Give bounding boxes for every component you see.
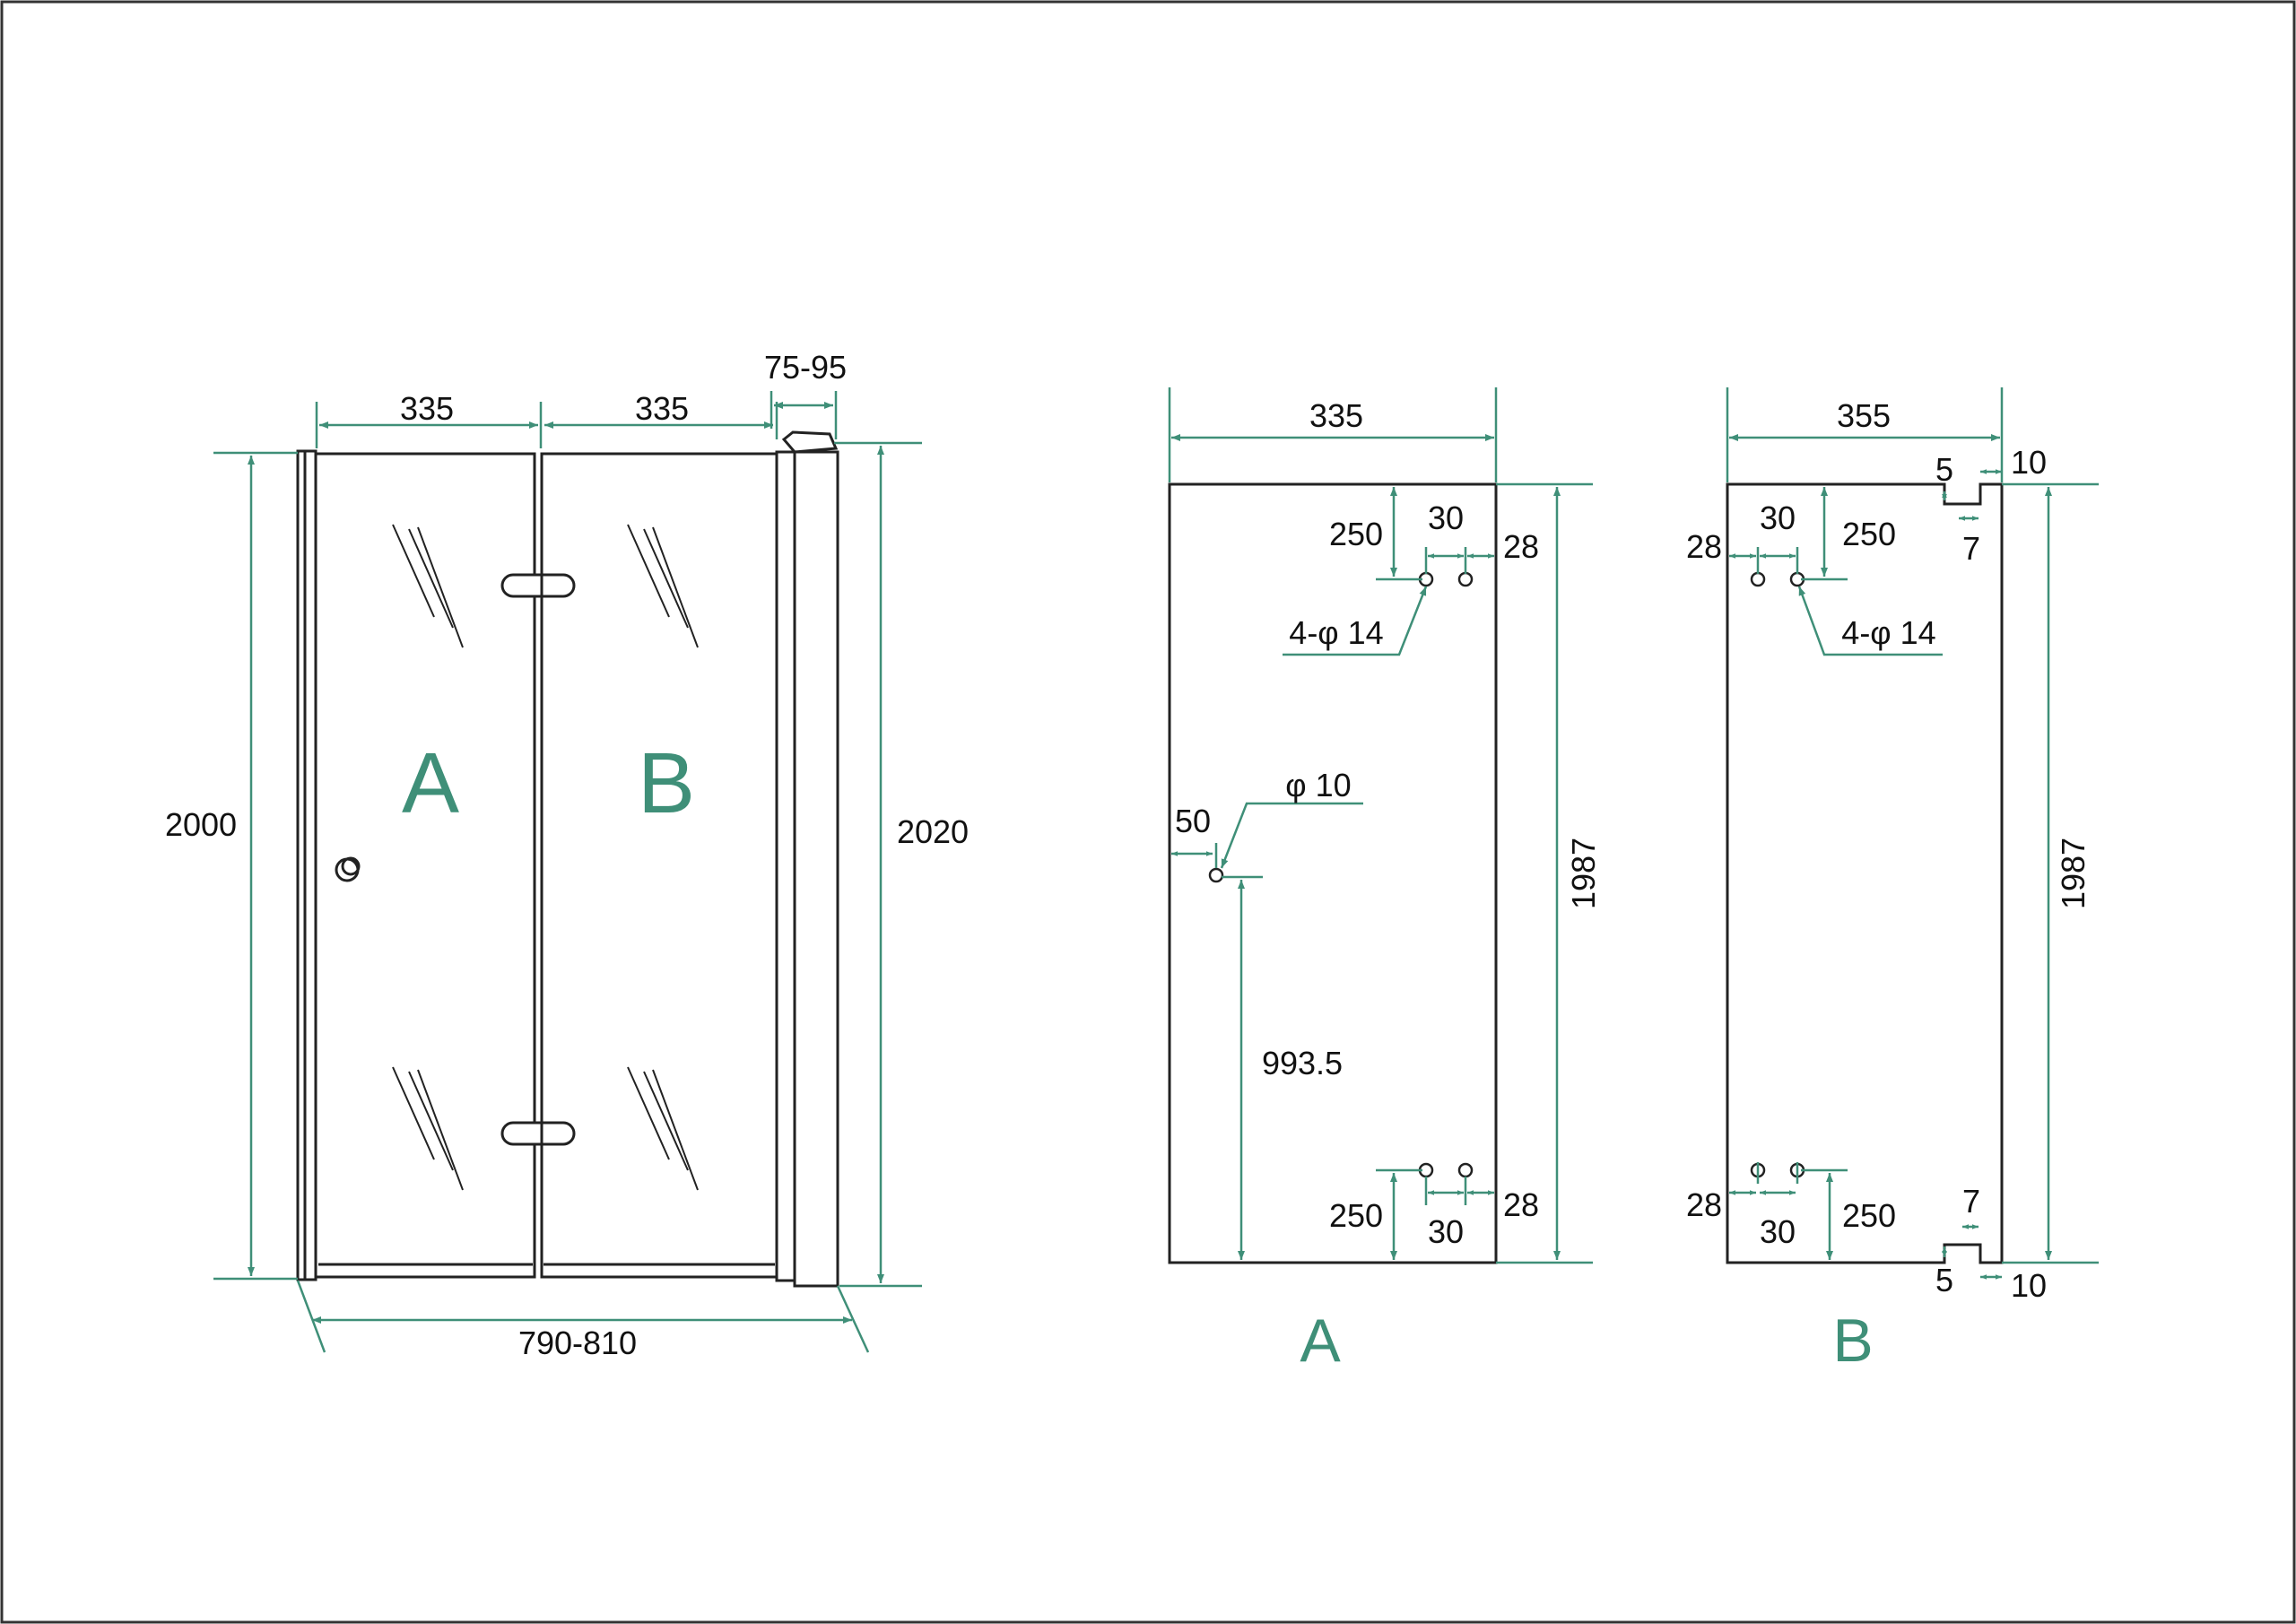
panel-a-knob-hole: φ 10 <box>1285 767 1351 803</box>
panel-b-dim-bottom-edge: 28 <box>1686 1186 1722 1223</box>
panel-b-notch-bottom-gap: 7 <box>1962 1183 1980 1220</box>
panel-a-title: A <box>1300 1307 1341 1375</box>
panel-a-knob-hole <box>1208 867 1224 883</box>
dim-profile-adjust: 75-95 <box>764 349 847 386</box>
dim-total-width: 790-810 <box>518 1324 637 1361</box>
panel-a-dim-height: 1987 <box>1565 838 1602 909</box>
panel-b-dim-height: 1987 <box>2055 838 2092 909</box>
door-panel-a-letter: A <box>402 735 459 831</box>
door-knob <box>335 857 360 882</box>
panel-b-frame <box>540 452 778 1279</box>
panel-a-dim-top-hinge: 250 <box>1329 516 1383 552</box>
hinge-bottom <box>500 1121 576 1146</box>
panel-a-detail: 335 1987 250 30 28 4-φ 14 φ 10 50 993.5 … <box>1168 387 1602 1375</box>
panel-b-notch-top-gap: 7 <box>1962 530 1980 567</box>
panel-a-dim-bottom-edge: 28 <box>1503 1186 1539 1223</box>
panel-a-dim-bottom-spacing: 30 <box>1428 1213 1464 1250</box>
panel-b-detail: 355 1987 5 10 7 250 30 28 4-φ 14 250 30 … <box>1686 387 2099 1375</box>
panel-a-dim-knob-height: 993.5 <box>1262 1045 1343 1081</box>
panel-b-dim-width: 355 <box>1837 397 1891 434</box>
panel-b-dim-bottom-spacing: 30 <box>1760 1213 1796 1250</box>
panel-b-dim-bottom-hinge: 250 <box>1842 1197 1896 1234</box>
panel-a-hole-bottom-2 <box>1457 1162 1474 1178</box>
panel-b-notch-bottom-depth: 5 <box>1935 1262 1953 1298</box>
panel-a-hole-top-2 <box>1457 571 1474 587</box>
door-panel-b-letter: B <box>638 735 695 831</box>
door-dimensions <box>213 391 922 1353</box>
panel-a-dim-width: 335 <box>1309 397 1363 434</box>
panel-a-dim-edge: 28 <box>1503 528 1539 565</box>
panel-a-dim-knob-edge: 50 <box>1175 803 1211 839</box>
panel-b-notch-top-depth: 5 <box>1935 451 1953 488</box>
panel-b-notch-bottom-width: 10 <box>2011 1267 2047 1304</box>
panel-a-hinge-holes: 4-φ 14 <box>1289 614 1383 651</box>
panel-b-hinge-holes: 4-φ 14 <box>1841 614 1935 651</box>
panel-b-dim-edge: 28 <box>1686 528 1722 565</box>
dim-width-a: 335 <box>400 390 454 427</box>
hinge-top <box>500 573 576 598</box>
panel-b-notch-top-width: 10 <box>2011 444 2047 481</box>
panel-b-dim-top-hinge: 250 <box>1842 516 1896 552</box>
glass-reflection-marks <box>392 524 699 1191</box>
panel-a-outline <box>1168 482 1498 1264</box>
left-wall-profile <box>296 449 317 1281</box>
panel-b-outline <box>1726 482 2004 1264</box>
panel-a-dim-bottom-hinge: 250 <box>1329 1197 1383 1234</box>
door-elevation <box>296 430 839 1288</box>
dim-height-2000: 2000 <box>165 806 237 843</box>
dim-width-b: 335 <box>635 390 689 427</box>
right-wall-profile <box>793 450 839 1288</box>
dim-height-2020: 2020 <box>897 813 969 850</box>
panel-b-dim-hole-spacing: 30 <box>1760 499 1796 536</box>
right-profile-inner <box>775 450 796 1282</box>
panel-b-hole-top-1 <box>1750 571 1766 587</box>
panel-b-title: B <box>1832 1307 1873 1375</box>
panel-a-dim-hole-spacing: 30 <box>1428 499 1464 536</box>
